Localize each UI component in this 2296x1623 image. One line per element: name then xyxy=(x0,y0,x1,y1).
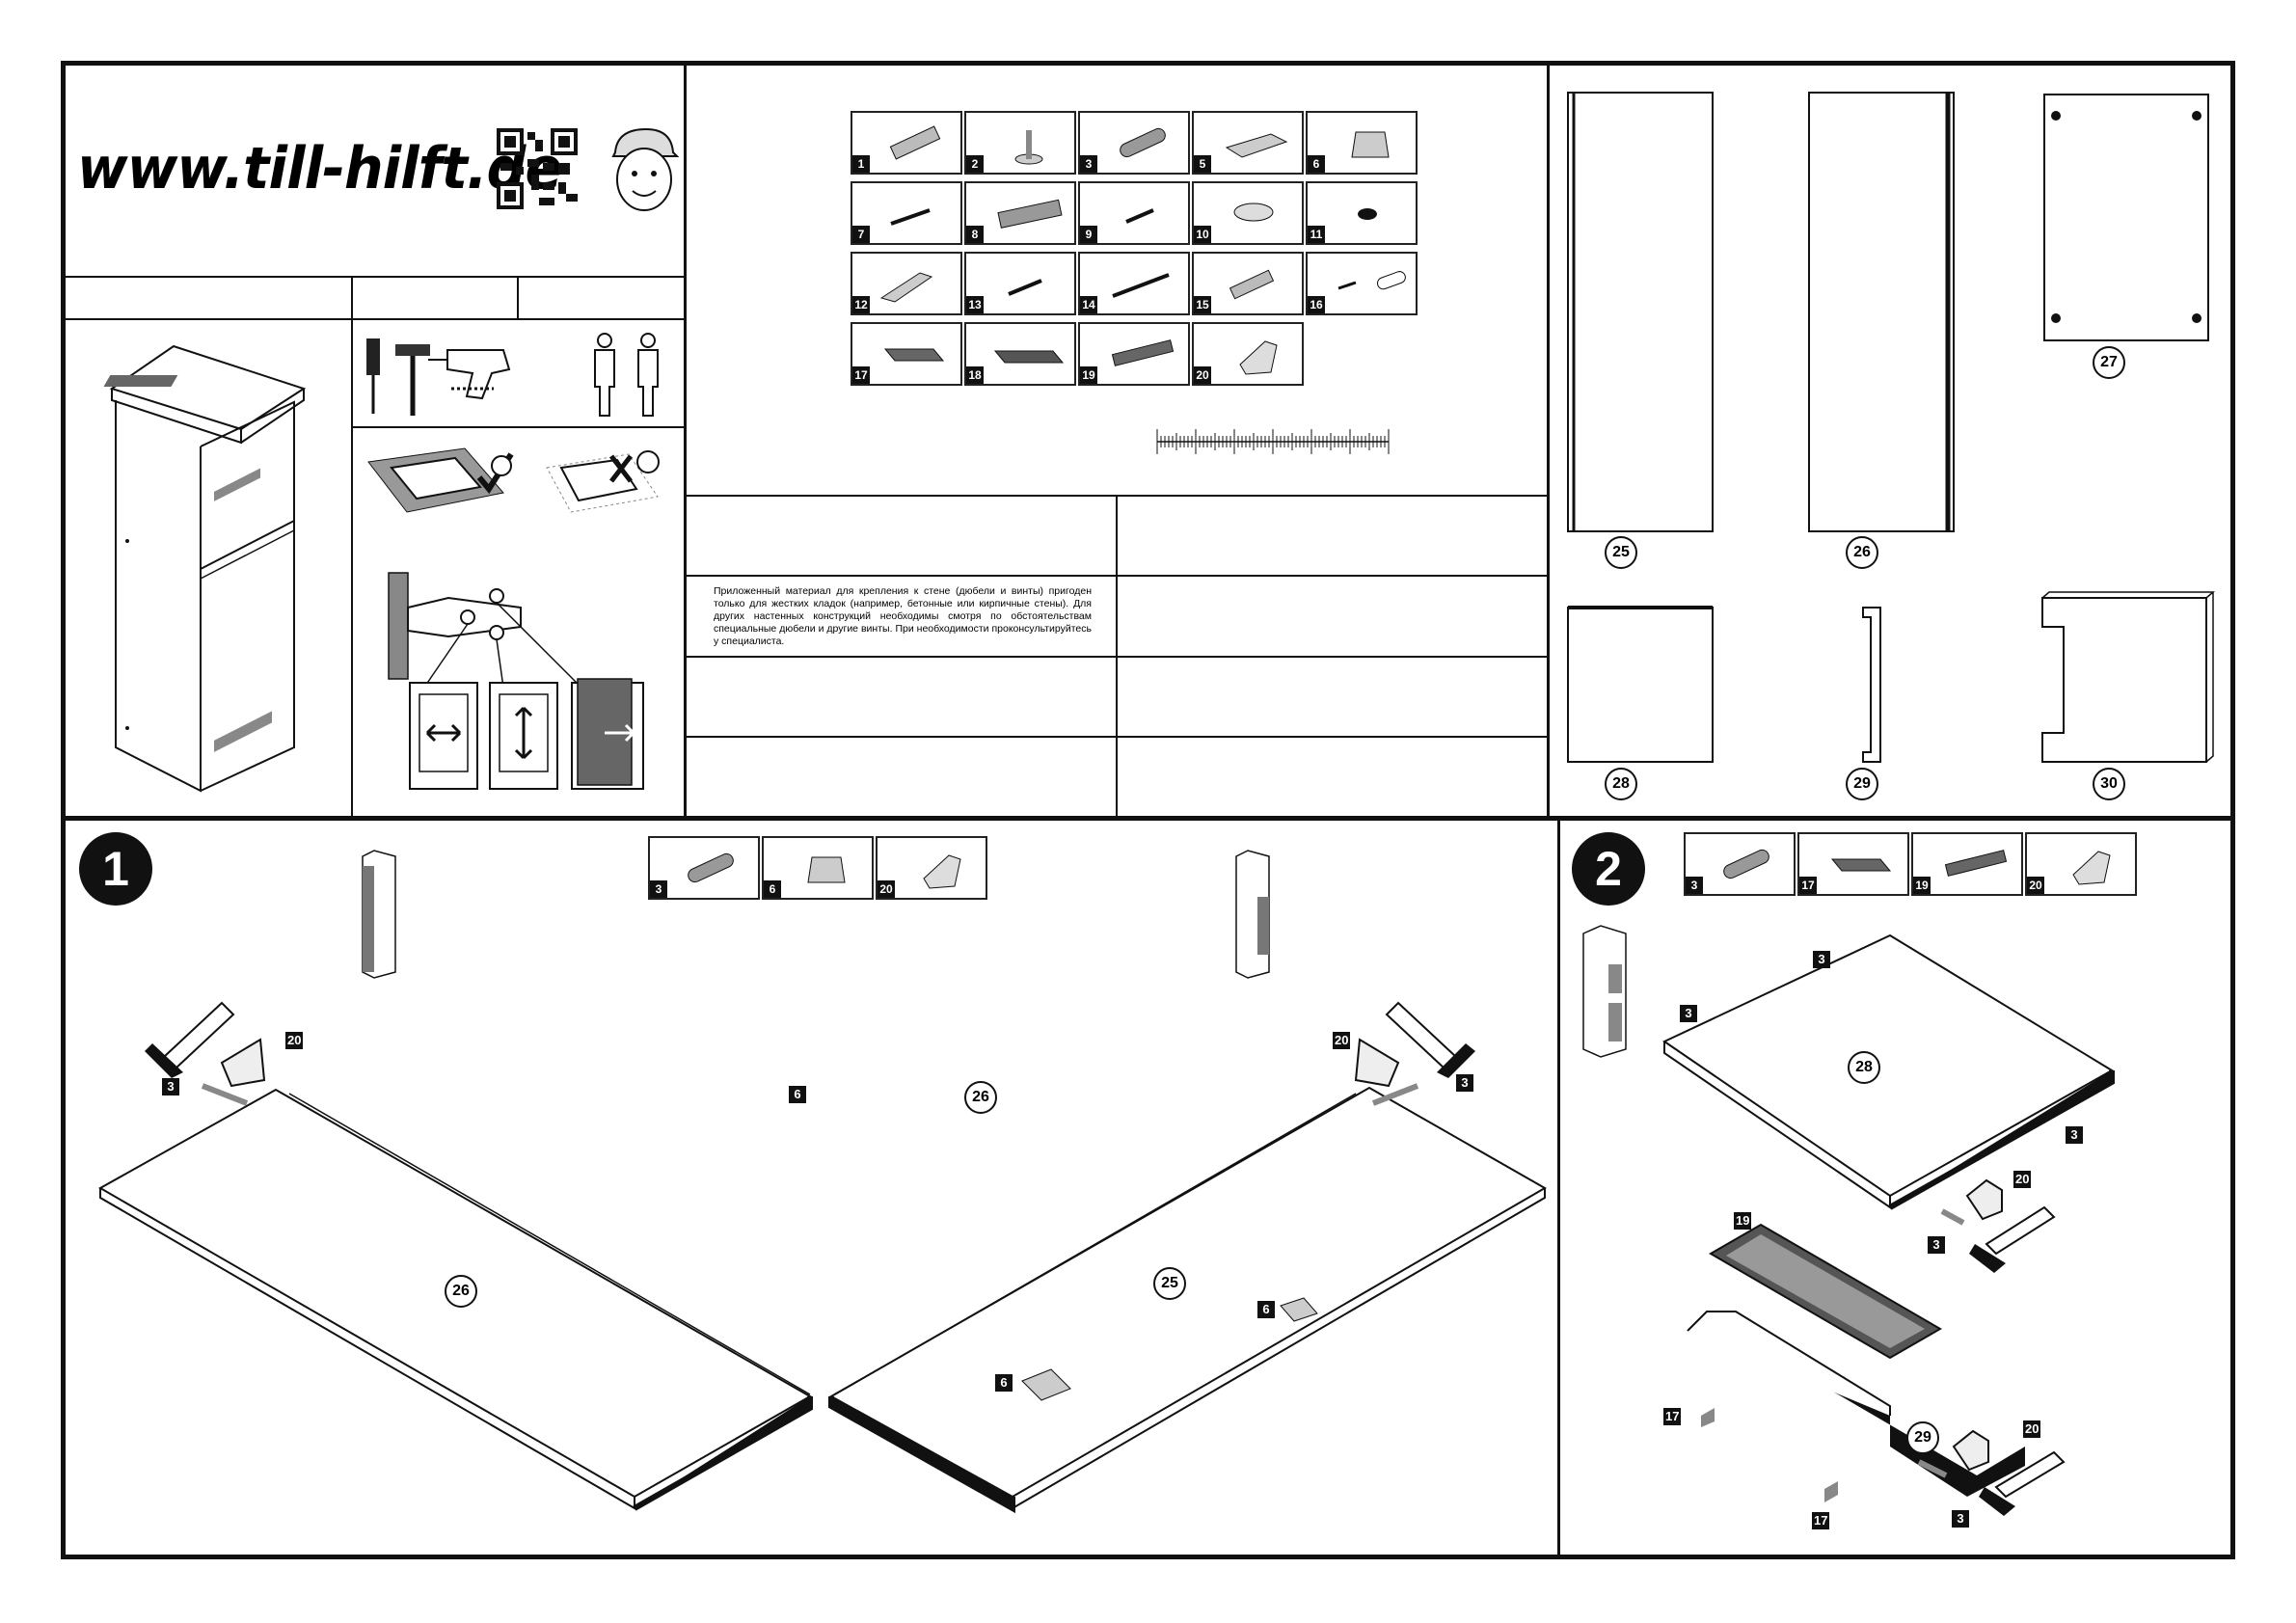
part-card: 1 xyxy=(851,111,962,175)
part-card: 9 xyxy=(1078,181,1190,245)
divider xyxy=(1547,63,1550,820)
divider xyxy=(351,276,353,818)
part-tag: 3 xyxy=(2066,1126,2083,1144)
part-card: 19 xyxy=(1078,322,1190,386)
panel-label: 28 xyxy=(1605,768,1637,800)
mascot-icon xyxy=(611,127,680,211)
part-card: 13 xyxy=(964,252,1076,315)
divider xyxy=(351,426,685,428)
part-tag: 20 xyxy=(1333,1032,1351,1049)
surface-protection-icon xyxy=(367,447,660,513)
part-card: 16 xyxy=(1306,252,1418,315)
part-card: 5 xyxy=(1192,111,1304,175)
step-1-badge: 1 xyxy=(79,832,152,906)
part-tag: 20 xyxy=(2023,1420,2041,1438)
part-card: 10 xyxy=(1192,181,1304,245)
hinge-adjustment-icon xyxy=(388,572,644,790)
part-card: 12 xyxy=(851,252,962,315)
part-tag: 17 xyxy=(1663,1408,1682,1425)
part-card: 3 xyxy=(1684,832,1796,896)
part-card: 20 xyxy=(1192,322,1304,386)
tools-icon xyxy=(366,333,659,417)
part-card: 20 xyxy=(876,836,987,900)
part-card: 3 xyxy=(1078,111,1190,175)
panel-label: 25 xyxy=(1153,1267,1186,1300)
step-1-illustration xyxy=(97,850,1548,1514)
panel-label: 30 xyxy=(2093,768,2125,800)
part-card: 11 xyxy=(1306,181,1418,245)
part-tag: 17 xyxy=(1812,1512,1830,1529)
part-card: 20 xyxy=(2025,832,2137,896)
panel-label: 26 xyxy=(445,1275,477,1308)
panel-label: 26 xyxy=(964,1081,997,1114)
step-2-illustration xyxy=(1582,925,2115,1516)
part-card: 17 xyxy=(851,322,962,386)
wall-mounting-note: Приложенный материал для крепления к сте… xyxy=(714,585,1092,647)
step-2-badge: 2 xyxy=(1572,832,1645,906)
divider xyxy=(63,318,685,320)
part-tag: 3 xyxy=(1456,1074,1473,1092)
part-card: 17 xyxy=(1797,832,1909,896)
part-tag: 3 xyxy=(1813,951,1830,968)
divider xyxy=(1116,495,1118,818)
panel-label: 28 xyxy=(1848,1051,1880,1084)
part-card: 14 xyxy=(1078,252,1190,315)
part-tag: 3 xyxy=(162,1078,179,1096)
cabinet-illustration xyxy=(103,344,307,793)
part-card: 6 xyxy=(1306,111,1418,175)
panel-label: 29 xyxy=(1846,768,1878,800)
divider xyxy=(63,816,2232,821)
qr-code-icon xyxy=(497,128,578,209)
part-tag: 20 xyxy=(2013,1171,2032,1188)
panel-label: 29 xyxy=(1906,1421,1939,1454)
website-logo[interactable]: www.till-hilft.de xyxy=(77,135,562,203)
part-card: 2 xyxy=(964,111,1076,175)
panels-overview xyxy=(1567,92,2216,763)
part-card: 18 xyxy=(964,322,1076,386)
divider xyxy=(1557,816,1560,1558)
divider xyxy=(684,63,687,820)
panel-label: 26 xyxy=(1846,536,1878,569)
part-tag: 3 xyxy=(1680,1005,1697,1022)
panel-label: 25 xyxy=(1605,536,1637,569)
part-tag: 3 xyxy=(1928,1236,1945,1254)
part-card: 15 xyxy=(1192,252,1304,315)
ruler-icon xyxy=(1156,429,1390,454)
part-card: 7 xyxy=(851,181,962,245)
divider xyxy=(517,276,519,318)
part-card: 8 xyxy=(964,181,1076,245)
part-tag: 3 xyxy=(1952,1510,1969,1528)
part-tag: 19 xyxy=(1734,1212,1752,1230)
part-card: 6 xyxy=(762,836,874,900)
divider xyxy=(63,276,685,278)
part-tag: 6 xyxy=(995,1374,1013,1392)
part-card: 3 xyxy=(648,836,760,900)
part-card: 19 xyxy=(1911,832,2023,896)
part-tag: 6 xyxy=(789,1086,806,1103)
part-tag: 6 xyxy=(1257,1301,1275,1318)
page-frame xyxy=(61,61,2235,1559)
part-tag: 20 xyxy=(285,1032,304,1049)
panel-label: 27 xyxy=(2093,346,2125,379)
